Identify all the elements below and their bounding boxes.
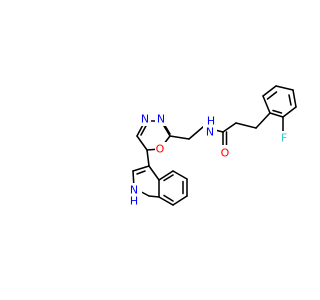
bond: [158, 170, 174, 181]
ring-oxygen: O: [156, 143, 165, 156]
carbonyl-oxygen: O: [221, 147, 230, 160]
atom-bg: [218, 145, 232, 161]
atom-bg: [155, 142, 167, 156]
bond: [158, 196, 174, 206]
bond: [148, 195, 160, 198]
bond-double: [163, 174, 174, 182]
bond: [262, 85, 277, 97]
bond: [169, 135, 190, 140]
atom-bg: [155, 112, 167, 126]
bond: [146, 149, 150, 167]
indole-nitrogen: N: [130, 184, 138, 197]
amide-nitrogen: N: [206, 126, 214, 139]
bond: [172, 195, 188, 206]
ring-nitrogen-right: N: [157, 113, 165, 126]
bond: [132, 165, 150, 172]
amide-hydrogen: H: [207, 115, 215, 128]
bond: [255, 112, 271, 129]
bond-double: [136, 170, 146, 175]
bond: [222, 122, 237, 133]
bond: [235, 122, 257, 129]
fluorine-atom: F: [281, 132, 287, 145]
bond: [269, 112, 284, 118]
atom-bg: [139, 112, 151, 126]
atom-label-layer: N H O O N N F N H: [128, 112, 291, 208]
bond: [282, 106, 297, 118]
molecule-canvas: N H O O N N F N H: [128, 85, 297, 208]
bond: [275, 85, 294, 91]
bond-double: [163, 194, 174, 202]
ring-nitrogen-left: N: [141, 113, 149, 126]
molecule-structure: N H O O N N F N H: [128, 85, 297, 208]
atom-bg: [277, 131, 291, 145]
bond: [148, 165, 160, 181]
bond: [172, 170, 188, 180]
bond: [262, 95, 271, 114]
bond: [292, 89, 297, 108]
atom-bg: [128, 183, 142, 197]
atom-bg: [203, 124, 217, 140]
bond: [136, 135, 148, 151]
bond: [188, 126, 204, 140]
bond-double: [272, 109, 283, 114]
bond-double: [266, 91, 278, 100]
bond-double: [288, 94, 292, 106]
indole-hydrogen: H: [130, 195, 138, 208]
